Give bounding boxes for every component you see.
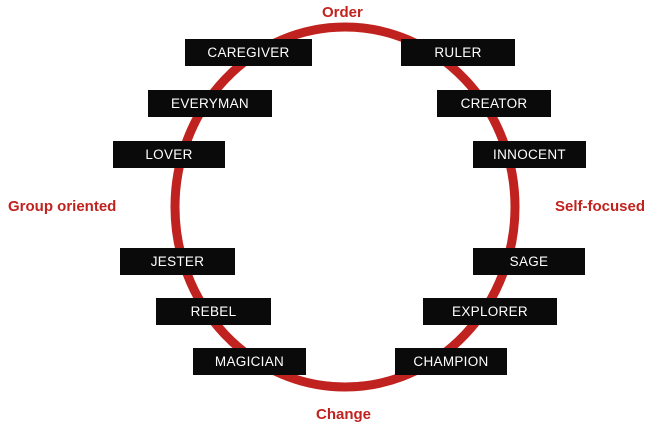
archetype-explorer: EXPLORER: [423, 298, 557, 325]
archetype-lover: LOVER: [113, 141, 225, 168]
archetype-jester: JESTER: [120, 248, 235, 275]
axis-label-order: Order: [322, 4, 363, 21]
archetype-sage: SAGE: [473, 248, 585, 275]
ring-circle: [170, 22, 520, 392]
archetype-ruler: RULER: [401, 39, 515, 66]
archetype-creator: CREATOR: [437, 90, 551, 117]
archetype-everyman: EVERYMAN: [148, 90, 272, 117]
archetype-innocent: INNOCENT: [473, 141, 586, 168]
archetype-rebel: REBEL: [156, 298, 271, 325]
archetype-magician: MAGICIAN: [193, 348, 306, 375]
archetype-champion: CHAMPION: [395, 348, 507, 375]
axis-label-self-focused: Self-focused: [555, 198, 646, 215]
archetype-caregiver: CAREGIVER: [185, 39, 312, 66]
axis-label-group-oriented: Group oriented: [8, 198, 117, 215]
axis-label-change: Change: [316, 406, 372, 423]
